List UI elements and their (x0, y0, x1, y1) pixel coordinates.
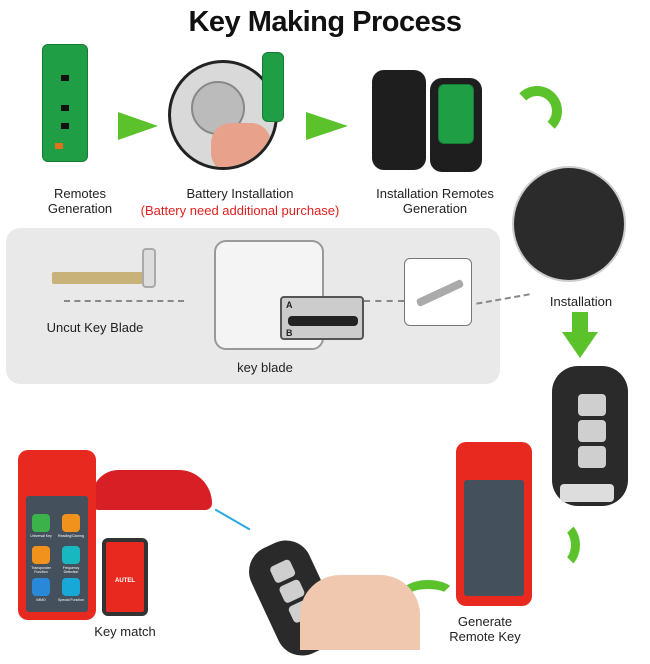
app-special-function: Special Function (58, 598, 84, 602)
label-installation-remotes-generation: Installation Remotes Generation (376, 186, 494, 216)
app-universal-key: Universal Key (30, 534, 52, 538)
app-immo: IMMO (36, 598, 46, 602)
pcb-edge-image (262, 52, 284, 122)
vci-dongle-image: AUTEL (102, 538, 148, 616)
dashed-arrow (64, 300, 184, 302)
open-remote-case-image (372, 70, 426, 170)
marker-b: B (286, 328, 293, 338)
curved-arrow-icon (400, 580, 456, 610)
label-key-blade: key blade (237, 360, 293, 375)
autel-tablet-left: Universal Key Reading/Cloning Transponde… (18, 450, 96, 620)
app-frequency-detection: Frequency Detection (62, 566, 80, 574)
label-remotes-generation: Remotes Generation (47, 186, 113, 216)
cut-key-blade-image (404, 258, 472, 326)
hand-image (300, 575, 420, 650)
dashed-arrow (364, 300, 404, 302)
label-installation: Installation (549, 294, 613, 309)
app-reading-cloning: Reading/Cloning (58, 534, 84, 538)
smart-key-image (552, 366, 628, 506)
page-title: Key Making Process (188, 6, 462, 38)
label-generate-remote-key: Generate Remote Key (449, 614, 521, 644)
label-key-match: Key match (94, 624, 156, 639)
arrow-right-icon (118, 112, 158, 140)
label-uncut-key-blade: Uncut Key Blade (46, 320, 144, 335)
dongle-logo: AUTEL (115, 578, 135, 584)
curved-arrow-icon (540, 520, 580, 570)
battery-installation-image (168, 60, 278, 170)
label-battery-installation: Battery Installation (186, 186, 294, 201)
marker-a: A (286, 300, 293, 310)
curved-arrow-icon (512, 86, 562, 136)
cut-profile-display: A B (280, 296, 364, 340)
app-transponder-function: Transponder Function (31, 566, 51, 574)
key-blade-head-image (142, 248, 156, 288)
red-car-image (92, 470, 212, 510)
uncut-key-blade-image (52, 272, 148, 284)
signal-wave-icon (214, 489, 262, 531)
autel-tablet-right (456, 442, 532, 606)
installation-closeup-image (512, 166, 626, 282)
arrow-down-icon (572, 312, 588, 332)
arrow-right-icon (306, 112, 348, 140)
remote-case-with-pcb-image (430, 78, 482, 172)
battery-note: (Battery need additional purchase) (140, 203, 340, 218)
arrow-down-head-icon (562, 332, 598, 358)
remote-pcb-image (42, 44, 88, 162)
